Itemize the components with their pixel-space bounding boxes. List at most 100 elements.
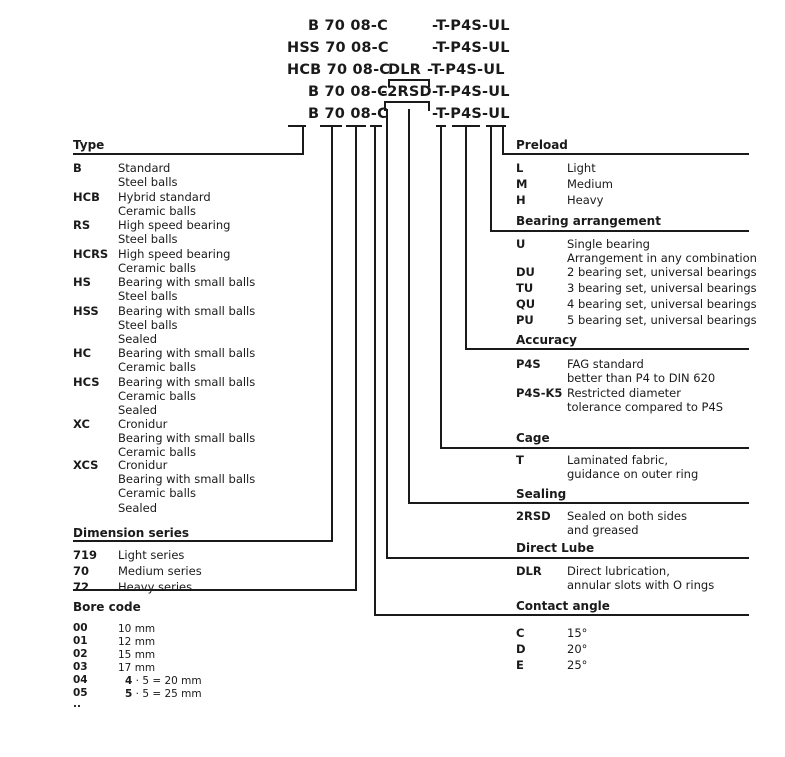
rsd-bracket-right [428, 101, 430, 111]
dimension-value: Medium series [118, 564, 202, 578]
arrangement-key: U [516, 237, 526, 251]
type-title: Type [73, 138, 105, 152]
bore-key: 04 [73, 674, 88, 686]
preload-value: Medium [567, 177, 613, 191]
sealing-key: 2RSD [516, 509, 551, 523]
arrangement-desc: 3 bearing set, universal bearings [567, 281, 757, 295]
contact-value: 15° [567, 626, 588, 640]
code-line-3-left: HCB 70 08-C [287, 62, 391, 78]
preload-key: L [516, 161, 524, 175]
directlube-key: DLR [516, 564, 542, 578]
dimension-connector [331, 125, 333, 542]
cage-rule [440, 447, 749, 449]
type-key: HS [73, 275, 91, 289]
contact-value: 25° [567, 658, 588, 672]
contact-key: C [516, 626, 525, 640]
bore-value: 12 mm [118, 636, 156, 648]
cage-connector [440, 125, 442, 449]
arrangement-key: DU [516, 265, 535, 279]
preload-key: H [516, 193, 526, 207]
arrangement-connector [490, 125, 492, 232]
preload-title: Preload [516, 138, 568, 152]
accuracy-key: P4S [516, 357, 541, 371]
dlr-bracket [388, 79, 430, 81]
contact-key: D [516, 642, 526, 656]
directlube-rule [386, 557, 749, 559]
type-key: XCS [73, 458, 99, 472]
cage-desc: Laminated fabric,guidance on outer ring [567, 453, 699, 482]
dlr-bracket-left [388, 79, 390, 87]
rsd-bracket [384, 101, 430, 103]
type-key: XC [73, 417, 90, 431]
preload-rule [502, 153, 749, 155]
arrangement-title: Bearing arrangement [516, 214, 661, 228]
type-key: HC [73, 346, 92, 360]
arrangement-key: PU [516, 313, 534, 327]
bore-title: Bore code [73, 600, 141, 614]
code-line-3-mid: DLR [388, 62, 422, 78]
cage-key: T [516, 453, 524, 467]
bore-key: 00 [73, 622, 88, 634]
bore-key: 01 [73, 635, 88, 647]
arrangement-desc: 5 bearing set, universal bearings [567, 313, 757, 327]
sealing-title: Sealing [516, 487, 567, 501]
bore-connector [355, 125, 357, 591]
contact-key: E [516, 658, 524, 672]
accuracy-connector [465, 125, 467, 350]
dimension-key: 72 [73, 580, 90, 594]
code-line-5-left: B 70 08-C [308, 106, 388, 122]
dimension-title: Dimension series [73, 526, 190, 540]
accuracy-title: Accuracy [516, 333, 578, 347]
rsd-bracket-left [384, 101, 386, 111]
code-line-2-right: -T-P4S-UL [432, 40, 510, 56]
type-key: HCRS [73, 247, 109, 261]
directlube-connector [386, 109, 388, 559]
code-line-4-right: -T-P4S-UL [432, 84, 510, 100]
contact-title: Contact angle [516, 599, 610, 613]
code-line-5-right: -T-P4S-UL [432, 106, 510, 122]
dimension-key: 719 [73, 548, 98, 562]
code-line-4-mid: -2RSD [381, 84, 432, 100]
directlube-desc: Direct lubrication,annular slots with O … [567, 564, 715, 593]
type-key: HCS [73, 375, 100, 389]
sealing-rule [408, 502, 749, 504]
type-underline [288, 125, 306, 127]
bore-key: 02 [73, 648, 88, 660]
bore-value: 5 · 5 = 25 mm [125, 688, 202, 700]
contact-rule [374, 614, 749, 616]
type-rule [73, 153, 304, 155]
bore-rule [73, 589, 357, 591]
bore-key: .. [73, 698, 81, 710]
code-line-2-left: HSS 70 08-C [287, 40, 389, 56]
accuracy-rule [465, 348, 749, 350]
bore-key: 05 [73, 687, 88, 699]
arrangement-desc: 2 bearing set, universal bearings [567, 265, 757, 279]
code-line-3-right: -T-P4S-UL [427, 62, 505, 78]
preload-value: Heavy [567, 193, 604, 207]
preload-key: M [516, 177, 528, 191]
contact-connector [374, 125, 376, 616]
contact-underline [370, 125, 382, 127]
code-line-1-left: B 70 08-C [308, 18, 388, 34]
bore-key: 03 [73, 661, 88, 673]
bore-value: 10 mm [118, 623, 156, 635]
dimension-value: Light series [118, 548, 185, 562]
preload-value: Light [567, 161, 596, 175]
type-key: HCB [73, 190, 100, 204]
arrangement-underline [486, 125, 506, 127]
type-connector [302, 125, 304, 155]
bore-value: 17 mm [118, 662, 156, 674]
bore-value: 15 mm [118, 649, 156, 661]
